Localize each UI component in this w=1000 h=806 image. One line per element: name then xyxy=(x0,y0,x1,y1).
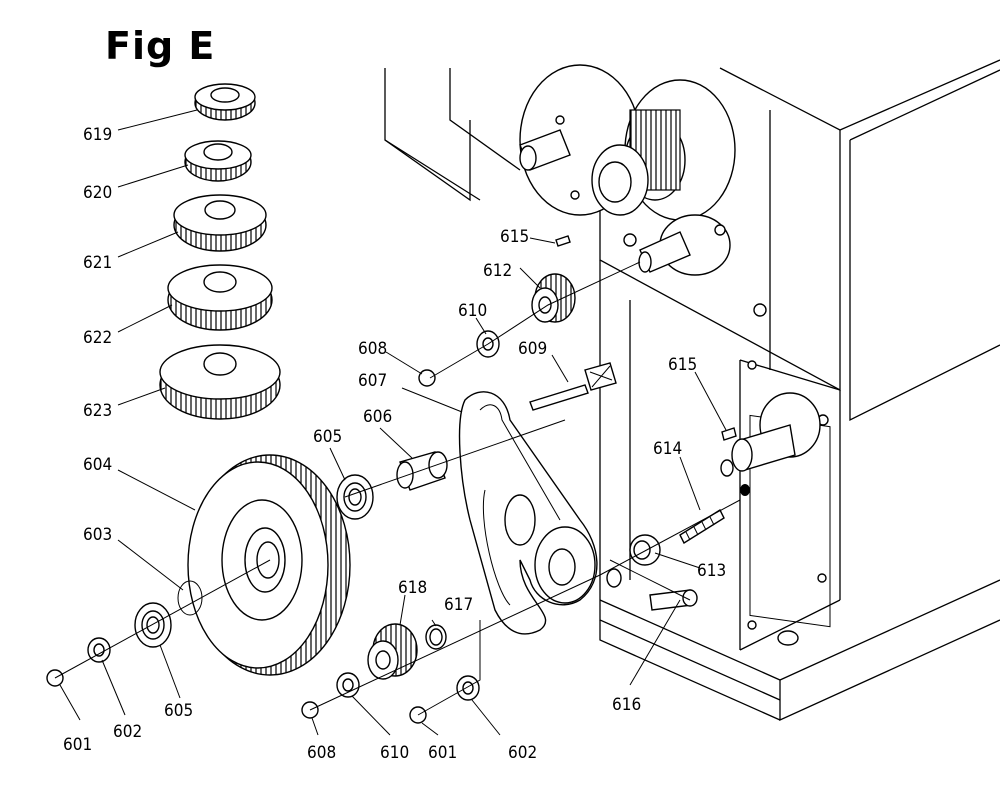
circlip-603 xyxy=(177,580,203,616)
shaft-stub xyxy=(720,392,821,477)
label-623: 623 xyxy=(83,401,112,421)
label-606: 606 xyxy=(363,407,392,427)
spacer-613 xyxy=(629,534,661,566)
change-gear-622 xyxy=(167,264,273,331)
washer-610-lower xyxy=(336,672,360,698)
gear-612 xyxy=(531,273,576,323)
gear-618 xyxy=(367,623,418,680)
key-615-lower xyxy=(721,427,737,441)
washer-602-right xyxy=(456,675,480,701)
label-603: 603 xyxy=(83,525,112,545)
label-609: 609 xyxy=(518,339,547,359)
label-613: 613 xyxy=(697,561,726,581)
change-gear-620 xyxy=(184,140,252,182)
label-615-upper: 615 xyxy=(500,227,529,247)
label-616: 616 xyxy=(612,695,641,715)
change-gear-621 xyxy=(173,194,267,252)
key-615-upper xyxy=(555,235,571,247)
label-614: 614 xyxy=(653,439,682,459)
figure-title: Fig E xyxy=(105,24,216,68)
label-602-left: 602 xyxy=(113,722,142,742)
label-621: 621 xyxy=(83,253,112,273)
label-605-upper: 605 xyxy=(313,427,342,447)
axis-lines xyxy=(54,261,741,716)
spindle-assembly xyxy=(519,64,736,276)
label-604: 604 xyxy=(83,455,112,475)
label-608-lower: 608 xyxy=(307,743,336,763)
bushing-606 xyxy=(396,451,448,491)
label-610-upper: 610 xyxy=(458,301,487,321)
change-gear-623 xyxy=(159,344,281,420)
quadrant-bracket-607 xyxy=(458,391,598,635)
bolt-609 xyxy=(529,362,617,411)
label-610-lower: 610 xyxy=(380,743,409,763)
label-615-lower: 615 xyxy=(668,355,697,375)
label-601-right: 601 xyxy=(428,743,457,763)
part-labels: 619 620 621 622 623 604 603 605 606 607 … xyxy=(63,125,726,763)
label-612: 612 xyxy=(483,261,512,281)
nut-608-upper xyxy=(418,369,436,387)
label-620: 620 xyxy=(83,183,112,203)
bearing-605-upper xyxy=(336,474,374,520)
label-619: 619 xyxy=(83,125,112,145)
ring-617 xyxy=(425,624,447,650)
label-608-upper: 608 xyxy=(358,339,387,359)
pin xyxy=(606,484,750,588)
large-gear-604 xyxy=(187,454,351,676)
bearing-605-lower xyxy=(134,602,172,648)
label-622: 622 xyxy=(83,328,112,348)
leader-lines xyxy=(59,109,727,736)
screw-616 xyxy=(649,589,698,611)
label-601-left: 601 xyxy=(63,735,92,755)
stud-614 xyxy=(679,508,725,545)
label-617: 617 xyxy=(444,595,473,615)
label-618: 618 xyxy=(398,578,427,598)
label-602-right: 602 xyxy=(508,743,537,763)
label-607: 607 xyxy=(358,371,387,391)
change-gear-619 xyxy=(194,83,256,121)
label-605-lower: 605 xyxy=(164,701,193,721)
